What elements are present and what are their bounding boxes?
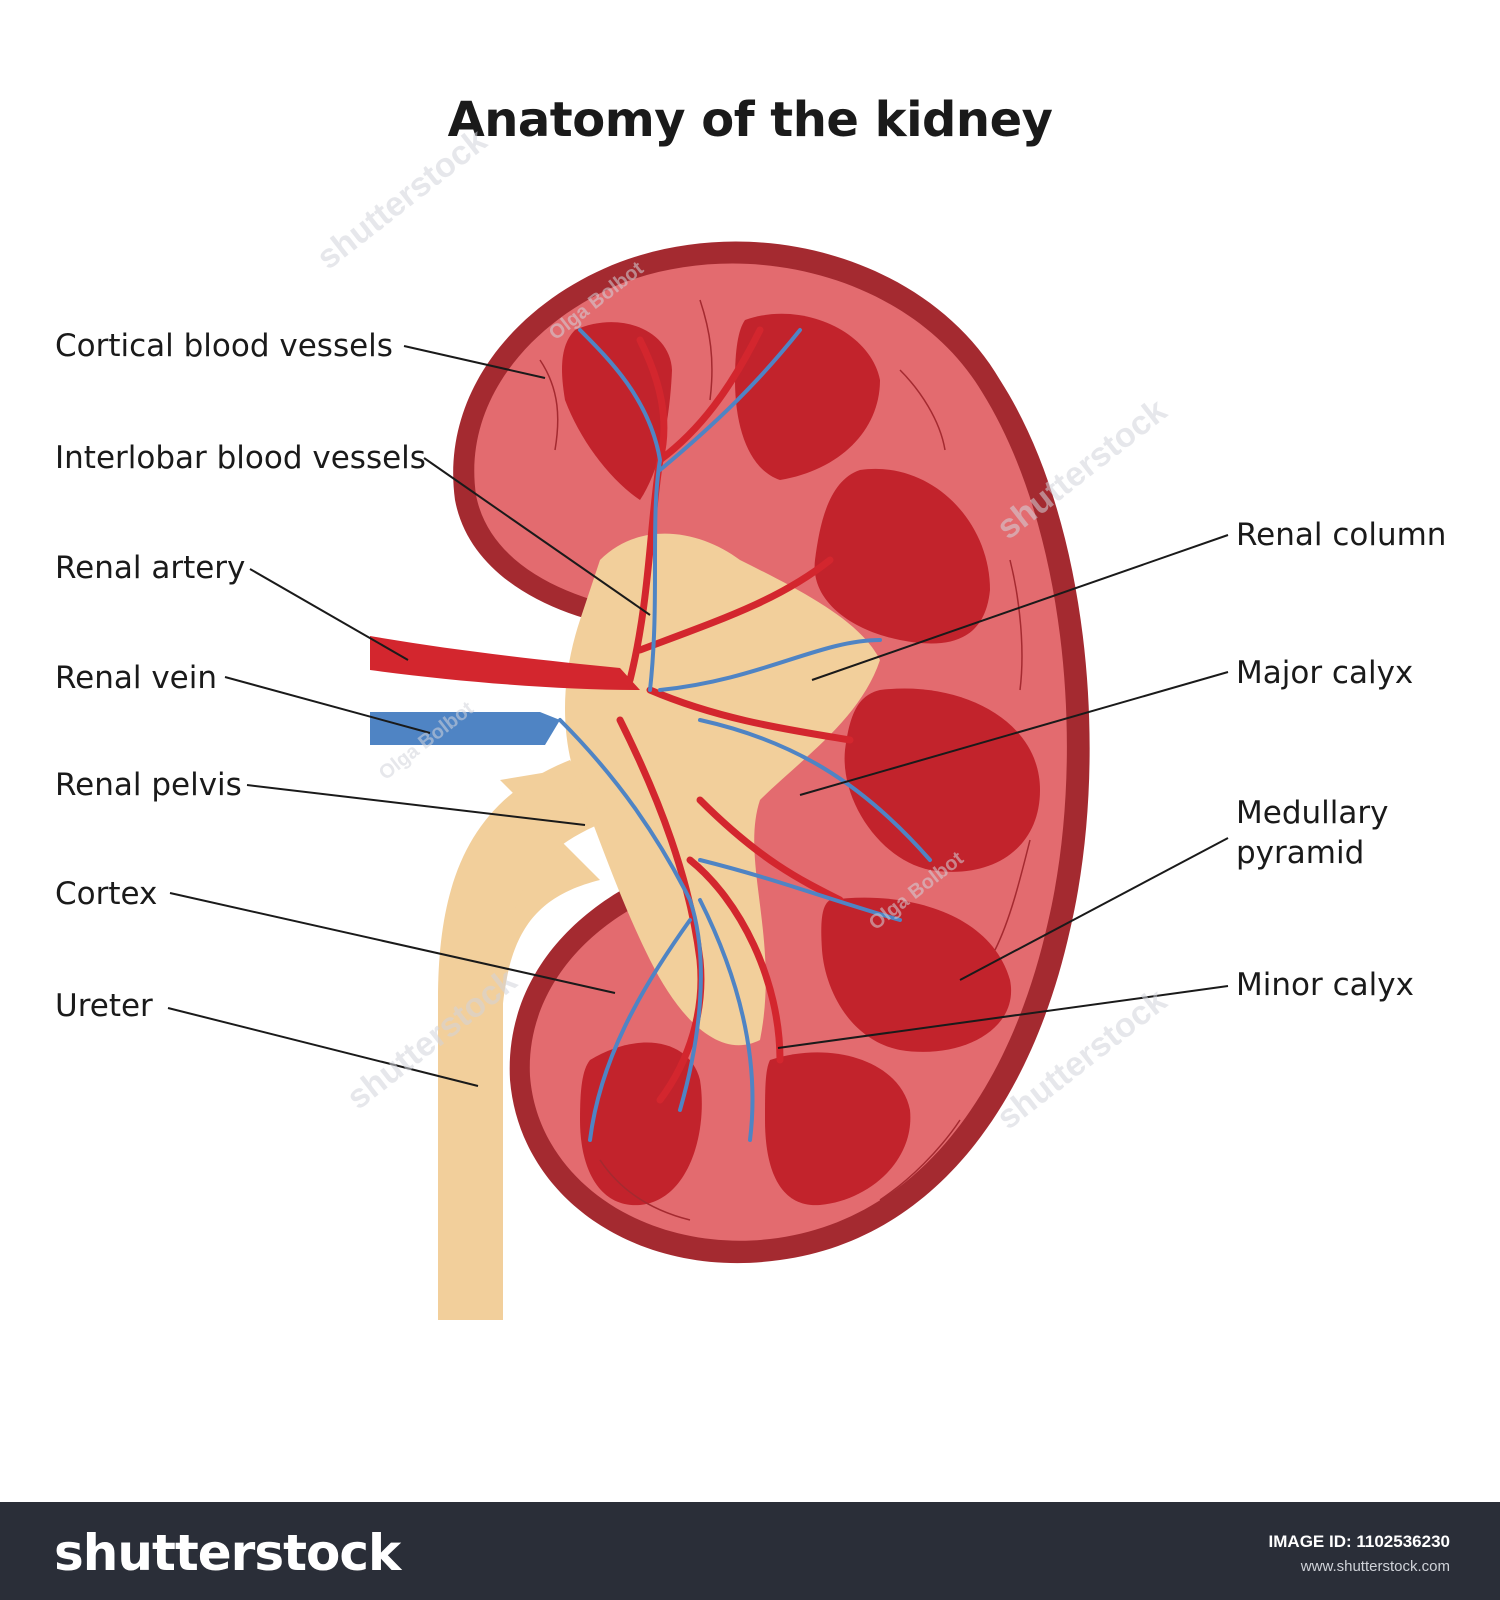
label-medullary-pyramid-line2: pyramid	[1236, 835, 1365, 871]
label-renal-artery: Renal artery	[55, 550, 246, 586]
medullary-pyramid	[814, 468, 990, 644]
medullary-pyramid	[765, 1052, 911, 1206]
interlobar-veins	[558, 328, 932, 1142]
label-interlobar-blood-vessels: Interlobar blood vessels	[55, 440, 426, 476]
footer-bar: shutterstock IMAGE ID: 1102536230 www.sh…	[0, 1502, 1500, 1600]
label-cortex: Cortex	[55, 876, 158, 912]
renal-vein	[370, 712, 560, 745]
label-major-calyx: Major calyx	[1236, 655, 1414, 691]
medullary-pyramid	[735, 313, 880, 480]
ureter-tube	[438, 760, 610, 1320]
medullary-pyramid	[844, 688, 1040, 872]
medullary-pyramid	[821, 897, 1012, 1052]
label-renal-column: Renal column	[1236, 517, 1447, 553]
label-cortical-blood-vessels: Cortical blood vessels	[55, 328, 393, 364]
label-ureter: Ureter	[55, 988, 153, 1024]
footer-image-id: IMAGE ID: 1102536230	[1268, 1532, 1450, 1551]
cortical-vessels	[539, 299, 1031, 1221]
label-minor-calyx: Minor calyx	[1236, 967, 1414, 1003]
label-medullary-pyramid-line1: Medullary	[1236, 795, 1389, 831]
renal-sinus	[565, 533, 880, 1046]
label-renal-pelvis: Renal pelvis	[55, 767, 242, 803]
footer-url[interactable]: www.shutterstock.com	[1300, 1558, 1450, 1575]
page-title: Anatomy of the kidney	[447, 92, 1053, 148]
leader-lines	[167, 345, 1229, 1087]
footer-logo[interactable]: shutterstock	[54, 1524, 401, 1582]
medullary-pyramid	[562, 322, 672, 500]
renal-artery	[370, 636, 640, 690]
label-renal-vein: Renal vein	[55, 660, 218, 696]
